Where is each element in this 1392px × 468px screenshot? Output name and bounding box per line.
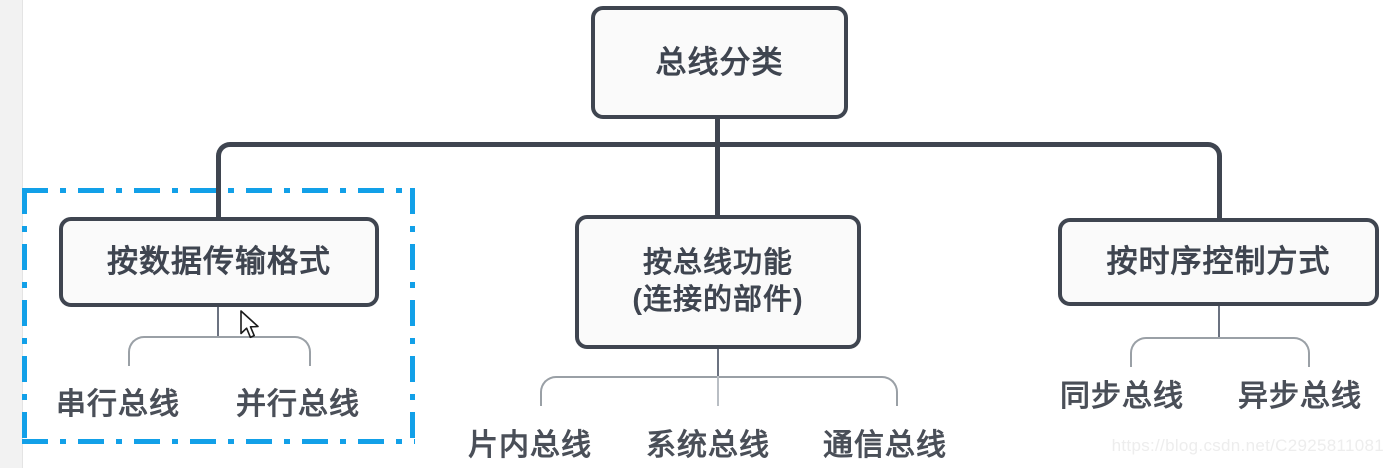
connector-branch-2-stub (717, 349, 719, 377)
mouse-cursor-icon (240, 310, 262, 342)
leaf-label-system-bus: 系统总线 (646, 429, 770, 462)
watermark-text: https://blog.csdn.net/C2925811081 (1111, 436, 1384, 455)
connector-root-stub (715, 119, 720, 147)
page-gutter (0, 0, 23, 468)
connector-branch-3-bracket (1130, 337, 1310, 367)
connector-root-to-branch-2 (715, 142, 720, 220)
leaf-label-asynchronous-bus: 异步总线 (1238, 380, 1362, 413)
node-branch-2[interactable]: 按总线功能 (连接的部件) (575, 215, 861, 349)
connector-branch-3-stub (1218, 306, 1220, 338)
node-branch-3[interactable]: 按时序控制方式 (1058, 218, 1379, 306)
leaf-label-communication-bus: 通信总线 (823, 429, 947, 462)
connector-branch-2-middle-leg (717, 376, 719, 406)
node-root[interactable]: 总线分类 (591, 6, 848, 119)
connector-branch-2-bracket (540, 376, 898, 406)
leaf-label-on-chip-bus: 片内总线 (468, 429, 592, 462)
leaf-label-synchronous-bus: 同步总线 (1060, 380, 1184, 413)
highlight-box-branch-1 (22, 188, 415, 444)
